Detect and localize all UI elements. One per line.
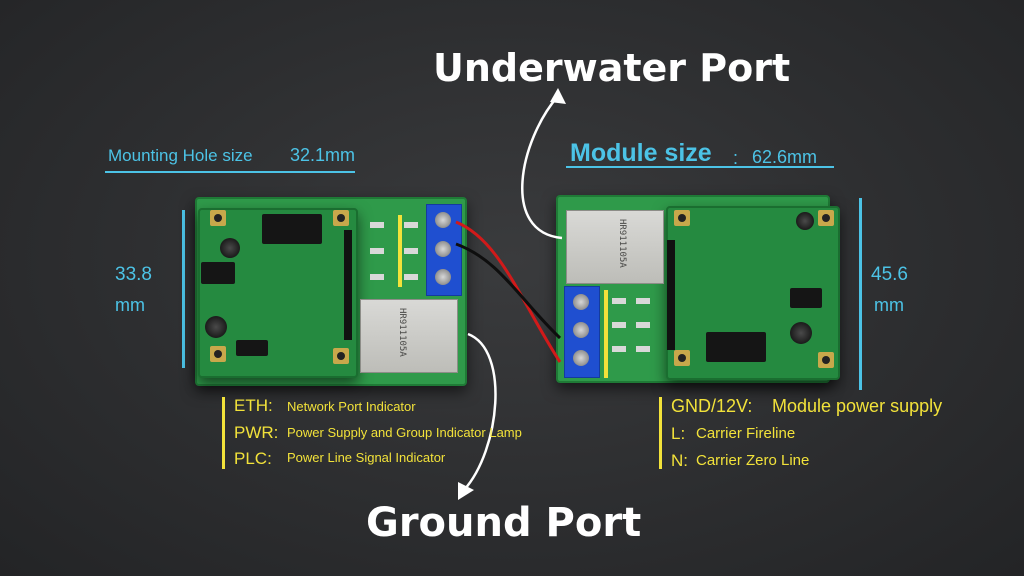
rj45-connector: HR911105A	[566, 210, 664, 284]
underwater-arrow	[521, 95, 563, 240]
terminal-screw	[435, 269, 451, 285]
legend-right-bar	[659, 397, 662, 469]
legend-pwr-key: PWR:	[234, 423, 279, 442]
underwater-arrowhead	[550, 88, 566, 104]
pin-header	[667, 240, 675, 350]
legend-n-key: N:	[671, 451, 688, 470]
led-indicator-line	[398, 215, 402, 287]
mounting-hole	[818, 210, 834, 226]
mounting-hole	[210, 346, 226, 362]
left-height-value: 33.8	[115, 264, 152, 285]
smd-resistor	[370, 222, 384, 228]
ic-chip	[236, 340, 268, 356]
inductor	[220, 238, 240, 258]
module-size-value: 62.6mm	[752, 147, 818, 167]
right-height-bar	[859, 198, 862, 390]
mounting-hole	[818, 352, 834, 368]
rj45-connector: HR911105A	[360, 299, 458, 373]
legend-n-desc: Carrier Zero Line	[696, 452, 810, 469]
terminal-screw	[573, 294, 589, 310]
smd-resistor	[370, 274, 384, 280]
terminal-screw	[435, 241, 451, 257]
mounting-hole	[674, 210, 690, 226]
smd-resistor	[612, 346, 626, 352]
smd-resistor	[636, 346, 650, 352]
black-wire	[455, 242, 562, 340]
ic-chip	[706, 332, 766, 362]
legend-plc-desc: Power Line Signal Indicator	[287, 450, 446, 465]
smd-resistor	[636, 322, 650, 328]
module-size-underline	[566, 166, 834, 168]
legend-l-desc: Carrier Fireline	[696, 425, 796, 442]
right-height-value: 45.6	[871, 264, 908, 285]
mounting-hole	[210, 210, 226, 226]
inductor	[205, 316, 227, 338]
mounting-hole-caption: Mounting Hole size	[108, 146, 253, 165]
mounting-hole	[674, 350, 690, 366]
mounting-hole	[333, 348, 349, 364]
smd-resistor	[370, 248, 384, 254]
mounting-hole	[333, 210, 349, 226]
legend-plc-key: PLC:	[234, 449, 272, 468]
ic-chip	[262, 214, 322, 244]
module-size-colon: :	[733, 148, 739, 168]
legend-eth-key: ETH:	[234, 396, 273, 415]
red-wire	[455, 220, 562, 363]
ground-port-title: Ground Port	[366, 500, 642, 546]
smd-resistor	[404, 248, 418, 254]
ic-chip	[201, 262, 235, 284]
smd-resistor	[636, 298, 650, 304]
smd-resistor	[404, 222, 418, 228]
inductor	[790, 322, 812, 344]
legend-l-key: L:	[671, 424, 686, 443]
left-height-bar	[182, 210, 185, 368]
right-height-unit: mm	[874, 295, 904, 315]
mounting-hole-underline	[105, 171, 355, 173]
ground-arrow	[463, 332, 497, 491]
legend-gnd-key: GND/12V:	[671, 396, 753, 416]
ic-chip	[790, 288, 822, 308]
pin-header	[344, 230, 352, 340]
legend-gnd-desc: Module power supply	[772, 396, 943, 416]
smd-resistor	[612, 298, 626, 304]
led-indicator-line	[604, 290, 608, 378]
terminal-screw	[573, 322, 589, 338]
smd-resistor	[404, 274, 418, 280]
terminal-screw	[435, 212, 451, 228]
legend-eth-desc: Network Port Indicator	[287, 399, 416, 414]
legend-left-bar	[222, 397, 225, 469]
left-height-unit: mm	[115, 295, 145, 315]
module-size-caption: Module size	[570, 139, 712, 167]
inductor	[796, 212, 814, 230]
underwater-port-title: Underwater Port	[433, 46, 791, 90]
legend-pwr-desc: Power Supply and Group Indicator Lamp	[287, 425, 522, 440]
mounting-hole-value: 32.1mm	[290, 145, 356, 165]
terminal-screw	[573, 350, 589, 366]
smd-resistor	[612, 322, 626, 328]
ground-arrowhead	[458, 482, 474, 500]
